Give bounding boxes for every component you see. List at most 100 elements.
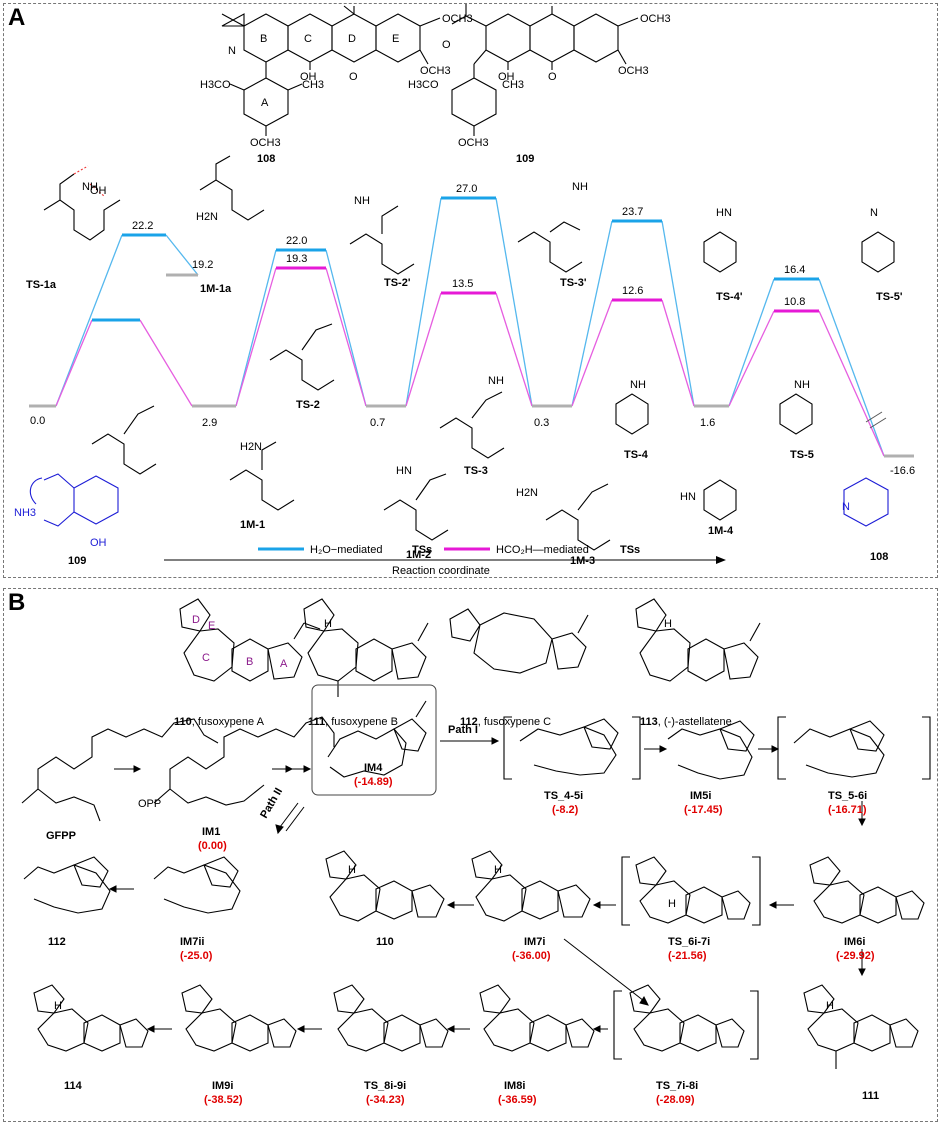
energy-ts5p: 16.4 xyxy=(784,264,805,276)
atom-hn-ts4p: HN xyxy=(716,207,732,219)
subst-109-7: O xyxy=(548,71,557,83)
subst-109-6: OH xyxy=(498,71,515,83)
atom-nh-ts1a: NH xyxy=(82,181,98,193)
atom-h2n-1m1a: H2N xyxy=(196,211,218,223)
subst-108-7: O xyxy=(349,71,358,83)
label-111-row3: 111 xyxy=(862,1090,879,1102)
atom-h-110r2: H xyxy=(348,864,356,876)
panel-b-letter: B xyxy=(8,589,26,616)
reaction-axis-arrow xyxy=(716,556,726,564)
label-im7ii: IM7ii xyxy=(180,936,204,948)
atom-hn-ts2p: NH xyxy=(354,195,370,207)
label-ts56i: TS_5-6i xyxy=(828,790,867,802)
energy-ts2p: 22.0 xyxy=(286,235,307,247)
atom-n-108b: N xyxy=(842,501,850,513)
label-1m3: 1M-3 xyxy=(570,555,595,567)
row3-arrows xyxy=(146,1025,608,1033)
energy-im9i: (-38.52) xyxy=(204,1094,243,1106)
legend-magenta-ts: TSs xyxy=(620,544,640,556)
energy-ts89i: (-34.23) xyxy=(366,1094,405,1106)
label-ts2p: TS-2' xyxy=(384,277,411,289)
ring-label-d: D xyxy=(348,33,356,45)
ring-label-b: B xyxy=(260,33,267,45)
energy-im1: (0.00) xyxy=(198,840,227,852)
label-111: 111, fusoxypene B xyxy=(308,716,398,728)
label-ts5: TS-5 xyxy=(790,449,814,461)
row3-structures xyxy=(33,984,919,1069)
energy-1m1a: 19.2 xyxy=(192,259,213,271)
subst-108-6: OH xyxy=(300,71,317,83)
label-ts5p: TS-5' xyxy=(876,291,903,303)
energy-ts2: 19.3 xyxy=(286,253,307,265)
label-ts1a: TS-1a xyxy=(26,279,57,291)
atom-h-114: H xyxy=(54,1000,62,1012)
row1-arrows xyxy=(114,737,866,827)
compound-108-structure xyxy=(221,5,441,136)
blue-levels xyxy=(92,196,819,322)
legend-blue-text: H₂O−mediated xyxy=(310,544,382,556)
atom-h-111: H xyxy=(324,618,332,630)
label-im8i: IM8i xyxy=(504,1080,525,1092)
energy-im6i: (-29.92) xyxy=(836,950,875,962)
row2-arrows xyxy=(108,885,866,1006)
label-ts4p: TS-4' xyxy=(716,291,743,303)
panel-a-svg: N B C D E A OCH3 OCH3 H3CO CH3 OCH3 OH O… xyxy=(14,4,915,577)
energy-0: 0.0 xyxy=(30,415,45,427)
energy-ts1a: 22.2 xyxy=(132,220,153,232)
label-109-bottom: 109 xyxy=(68,555,86,567)
compound-108-blue xyxy=(843,477,889,527)
label-1m4: 1M-4 xyxy=(708,525,734,537)
label-im4: IM4 xyxy=(364,762,383,774)
atom-hn-1m2: HN xyxy=(396,465,412,477)
energy-1m2: 0.7 xyxy=(370,417,385,429)
energy-ts67i: (-21.56) xyxy=(668,950,707,962)
label-1m2: 1M-2 xyxy=(406,549,431,561)
atom-h2n-1m3: H2N xyxy=(516,487,538,499)
subst-109-5: OCH3 xyxy=(458,137,489,149)
energy-im8i: (-36.59) xyxy=(498,1094,537,1106)
ring-label-c: C xyxy=(304,33,312,45)
subst-108-2: OCH3 xyxy=(420,65,451,77)
subst-108-3: H3CO xyxy=(200,79,231,91)
atom-oh-109: OH xyxy=(90,537,107,549)
label-ts4: TS-4 xyxy=(624,449,649,461)
ring-label-e: E xyxy=(392,33,399,45)
subst-108-5: OCH3 xyxy=(250,137,281,149)
label-im1: IM1 xyxy=(202,826,220,838)
atom-nh-ts5: NH xyxy=(794,379,810,391)
energy-im4: (-14.89) xyxy=(354,776,393,788)
label-gfpp: GFPP xyxy=(46,830,76,842)
top-row-structures xyxy=(179,598,761,697)
compound-109-structure xyxy=(451,4,639,136)
label-1m1a: 1M-1a xyxy=(200,283,232,295)
blue-path xyxy=(55,197,885,457)
energy-1m3: 0.3 xyxy=(534,417,549,429)
ring-110-b: B xyxy=(246,656,253,668)
label-ts78i: TS_7i-8i xyxy=(656,1080,698,1092)
label-110: 110, fusoxypene A xyxy=(174,716,265,728)
ring-110-a: A xyxy=(280,658,288,670)
atom-n-ts5p: N xyxy=(870,207,878,219)
label-113: 113, (-)-astellatene xyxy=(640,716,732,728)
subst-108-4: CH3 xyxy=(302,79,324,91)
label-ts67i: TS_6i-7i xyxy=(668,936,710,948)
atom-h2n-1m1: H2N xyxy=(240,441,262,453)
energy-1m1: 2.9 xyxy=(202,417,217,429)
atom-nh-1m4: HN xyxy=(680,491,696,503)
energy-1m4: 1.6 xyxy=(700,417,715,429)
subst-109-3: H3CO xyxy=(408,79,439,91)
panel-a-letter: A xyxy=(8,4,26,31)
atom-h-111r3: H xyxy=(826,1000,834,1012)
subst-109-4: CH3 xyxy=(502,79,524,91)
atom-h-ts67i: H xyxy=(668,898,676,910)
compound-109-label: 109 xyxy=(516,153,534,165)
ring-110-c: C xyxy=(202,652,210,664)
legend-magenta-text: HCO₂H—mediated xyxy=(496,544,589,556)
panel-b-svg: D E C B A 110, fusoxypene A 111, fusoxyp… xyxy=(21,598,931,1106)
label-114: 114 xyxy=(64,1080,83,1092)
energy-ts5: 10.8 xyxy=(784,296,805,308)
label-ts2: TS-2 xyxy=(296,399,320,411)
energy-108: -16.6 xyxy=(890,465,915,477)
energy-ts78i: (-28.09) xyxy=(656,1094,695,1106)
path-2-label: Path II xyxy=(258,786,285,821)
